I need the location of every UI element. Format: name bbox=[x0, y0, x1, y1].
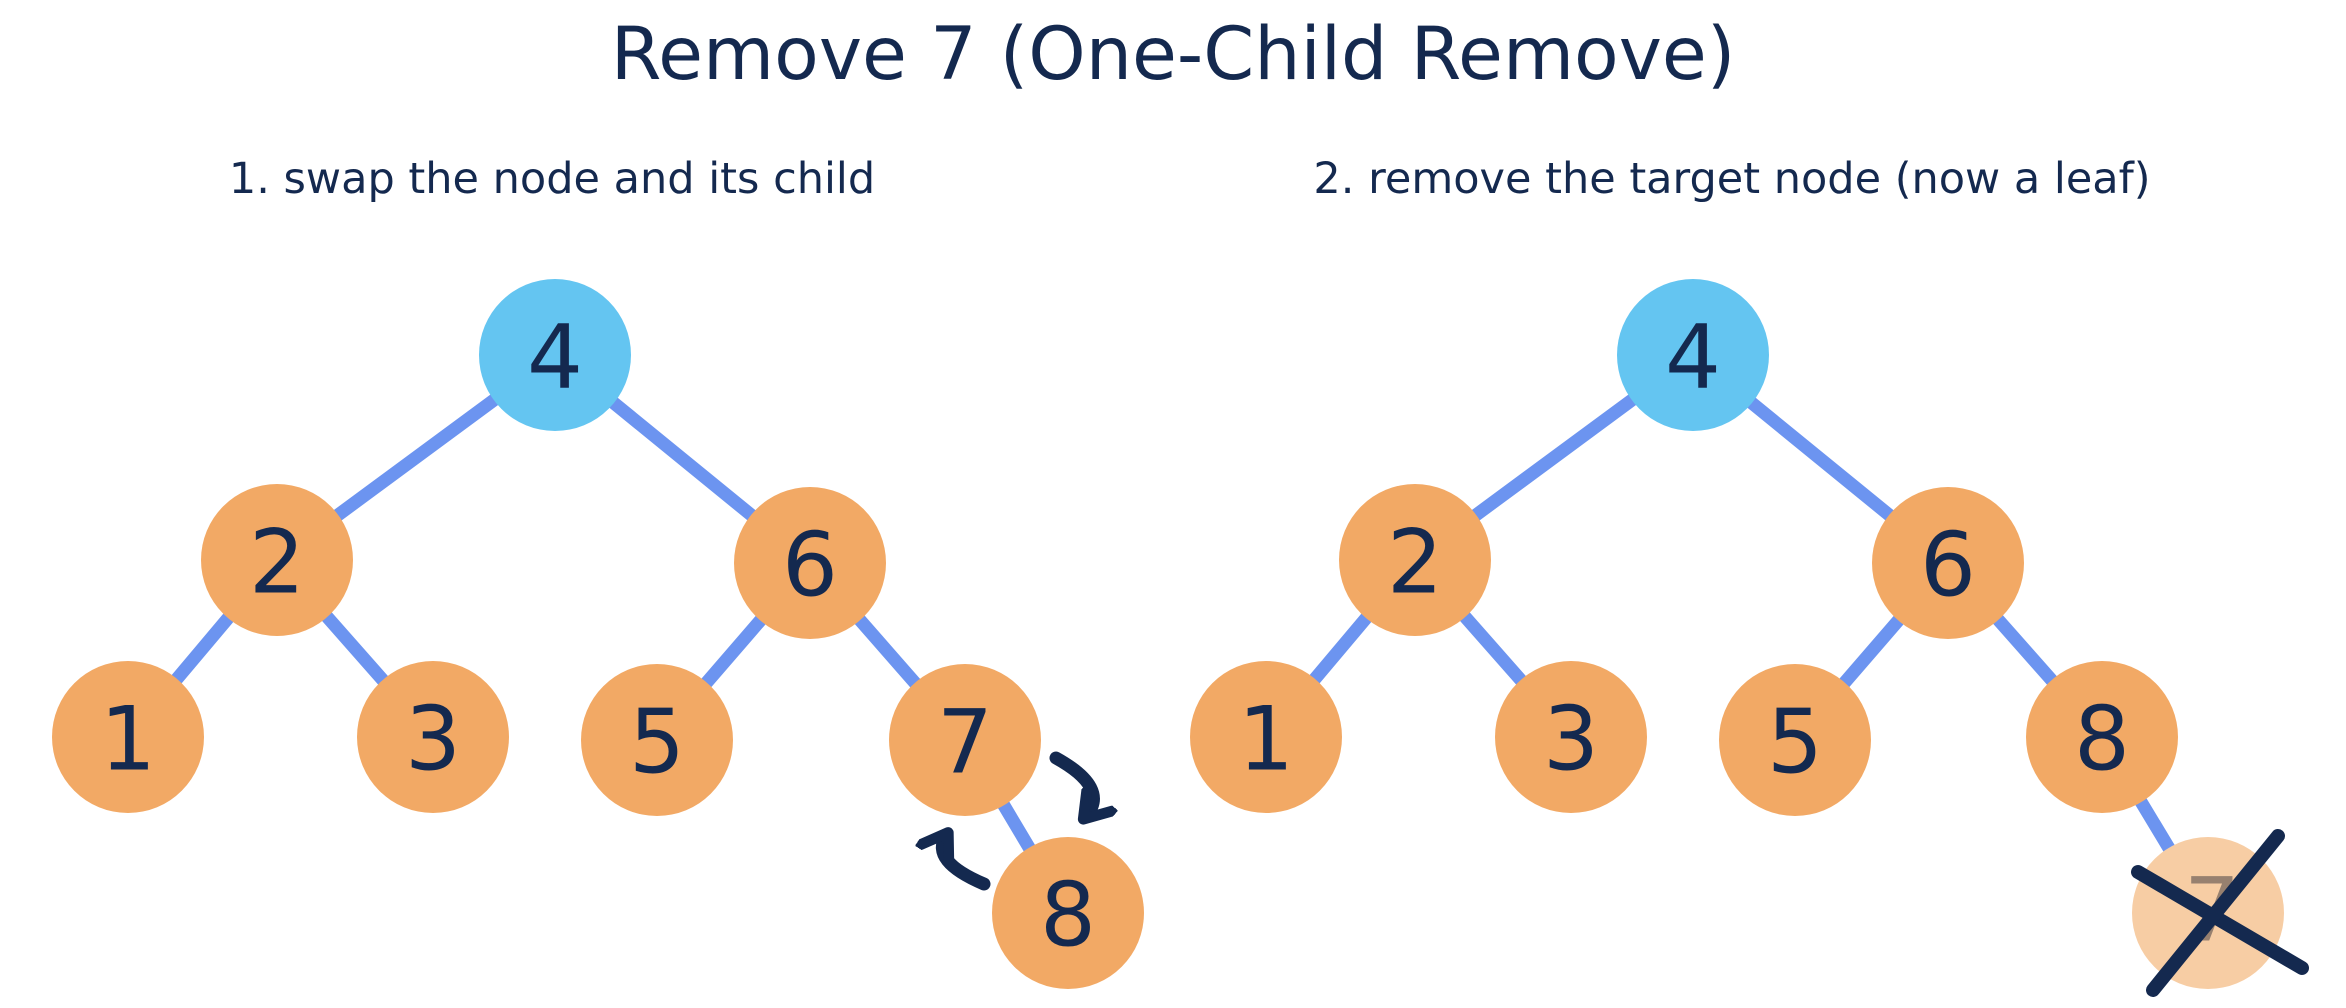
page-title: Remove 7 (One-Child Remove) bbox=[610, 12, 1736, 97]
curved-arrow-down-icon bbox=[1049, 751, 1093, 816]
node-after-5 bbox=[1719, 664, 1871, 816]
node-before-4-label: 4 bbox=[527, 306, 583, 409]
node-before-7-label: 7 bbox=[937, 691, 993, 794]
step-1-caption: 1. swap the node and its child bbox=[228, 154, 876, 204]
node-before-7 bbox=[889, 664, 1041, 816]
node-after-6-label: 6 bbox=[1920, 514, 1976, 617]
tree-before: 4 2 6 1 3 5 7 8 bbox=[52, 279, 1144, 989]
node-after-4-label: 4 bbox=[1665, 306, 1721, 409]
x-mark-icon bbox=[2131, 829, 2309, 997]
node-before-6-label: 6 bbox=[782, 514, 838, 617]
node-before-5 bbox=[581, 664, 733, 816]
node-after-1-label: 1 bbox=[1238, 688, 1294, 791]
node-after-8 bbox=[2026, 661, 2178, 813]
x-mark-stroke-2 bbox=[2146, 829, 2285, 997]
node-before-2 bbox=[201, 484, 353, 636]
node-after-4 bbox=[1617, 279, 1769, 431]
node-before-4 bbox=[479, 279, 631, 431]
node-before-6 bbox=[734, 487, 886, 639]
node-after-3-label: 3 bbox=[1543, 688, 1599, 791]
curved-arrow-up-icon bbox=[942, 836, 991, 891]
tree-after: 4 2 6 1 3 5 8 7 bbox=[1190, 279, 2309, 997]
node-after-3 bbox=[1495, 661, 1647, 813]
node-after-2-label: 2 bbox=[1387, 511, 1443, 614]
node-before-5-label: 5 bbox=[629, 691, 685, 794]
x-mark-stroke-1 bbox=[2131, 865, 2309, 975]
node-after-6 bbox=[1872, 487, 2024, 639]
node-before-3-label: 3 bbox=[405, 688, 461, 791]
node-before-8 bbox=[992, 837, 1144, 989]
node-after-2 bbox=[1339, 484, 1491, 636]
node-before-2-label: 2 bbox=[249, 511, 305, 614]
node-after-5-label: 5 bbox=[1767, 691, 1823, 794]
node-before-1-label: 1 bbox=[100, 688, 156, 791]
step-2-caption: 2. remove the target node (now a leaf) bbox=[1313, 154, 2151, 204]
node-after-8-label: 8 bbox=[2074, 688, 2130, 791]
node-before-1 bbox=[52, 661, 204, 813]
node-before-3 bbox=[357, 661, 509, 813]
node-after-1 bbox=[1190, 661, 1342, 813]
node-before-8-label: 8 bbox=[1040, 864, 1096, 967]
